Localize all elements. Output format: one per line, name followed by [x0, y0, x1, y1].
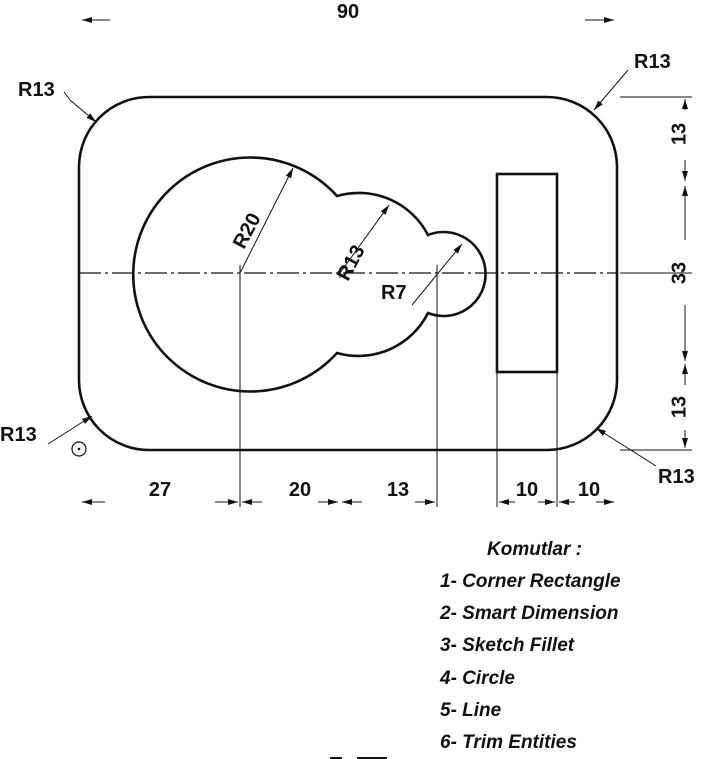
radius-tl-leader-tick: [63, 91, 71, 101]
radius-mid-label: R13: [333, 242, 370, 285]
radius-bl-label: R13: [0, 424, 37, 446]
command-item-5: 5- Line: [440, 700, 502, 721]
overall-width-label: 90: [337, 1, 359, 23]
radius-tr-leader: [593, 69, 629, 111]
radius-big-leader: [239, 167, 294, 274]
command-item-6: 6- Trim Entities: [440, 732, 577, 753]
radius-br-label: R13: [658, 466, 695, 488]
origin-marker-icon: [71, 441, 87, 457]
radius-tr-label: R13: [634, 51, 671, 73]
radius-tl-leader: [69, 99, 97, 123]
dim-height-mid-label: 33: [668, 262, 690, 284]
radius-big-label: R20: [229, 210, 266, 253]
dim-height-top-label: 13: [668, 123, 690, 145]
dim-height-bot-label: 13: [668, 396, 690, 418]
radius-small-label: R7: [381, 282, 407, 304]
command-item-4: 4- Circle: [439, 668, 515, 689]
origin-marker-dot: [77, 447, 81, 451]
radius-br-leader: [595, 427, 657, 467]
dim-13-label: 13: [387, 479, 409, 501]
radius-bl-leader: [47, 415, 93, 445]
commands-title: Komutlar :: [487, 539, 582, 560]
dim-20-label: 20: [289, 479, 311, 501]
dim-10a-label: 10: [516, 479, 538, 501]
dim-10b-label: 10: [578, 479, 600, 501]
dim-27-label: 27: [149, 479, 171, 501]
command-item-3: 3- Sketch Fillet: [440, 635, 575, 656]
radius-tl-label: R13: [18, 79, 55, 101]
command-item-1: 1- Corner Rectangle: [440, 571, 621, 592]
radius-mid-leader: [339, 204, 390, 274]
keyhole-profile: [132, 156, 487, 393]
command-item-2: 2- Smart Dimension: [439, 603, 618, 624]
radius-small-leader: [411, 243, 463, 306]
